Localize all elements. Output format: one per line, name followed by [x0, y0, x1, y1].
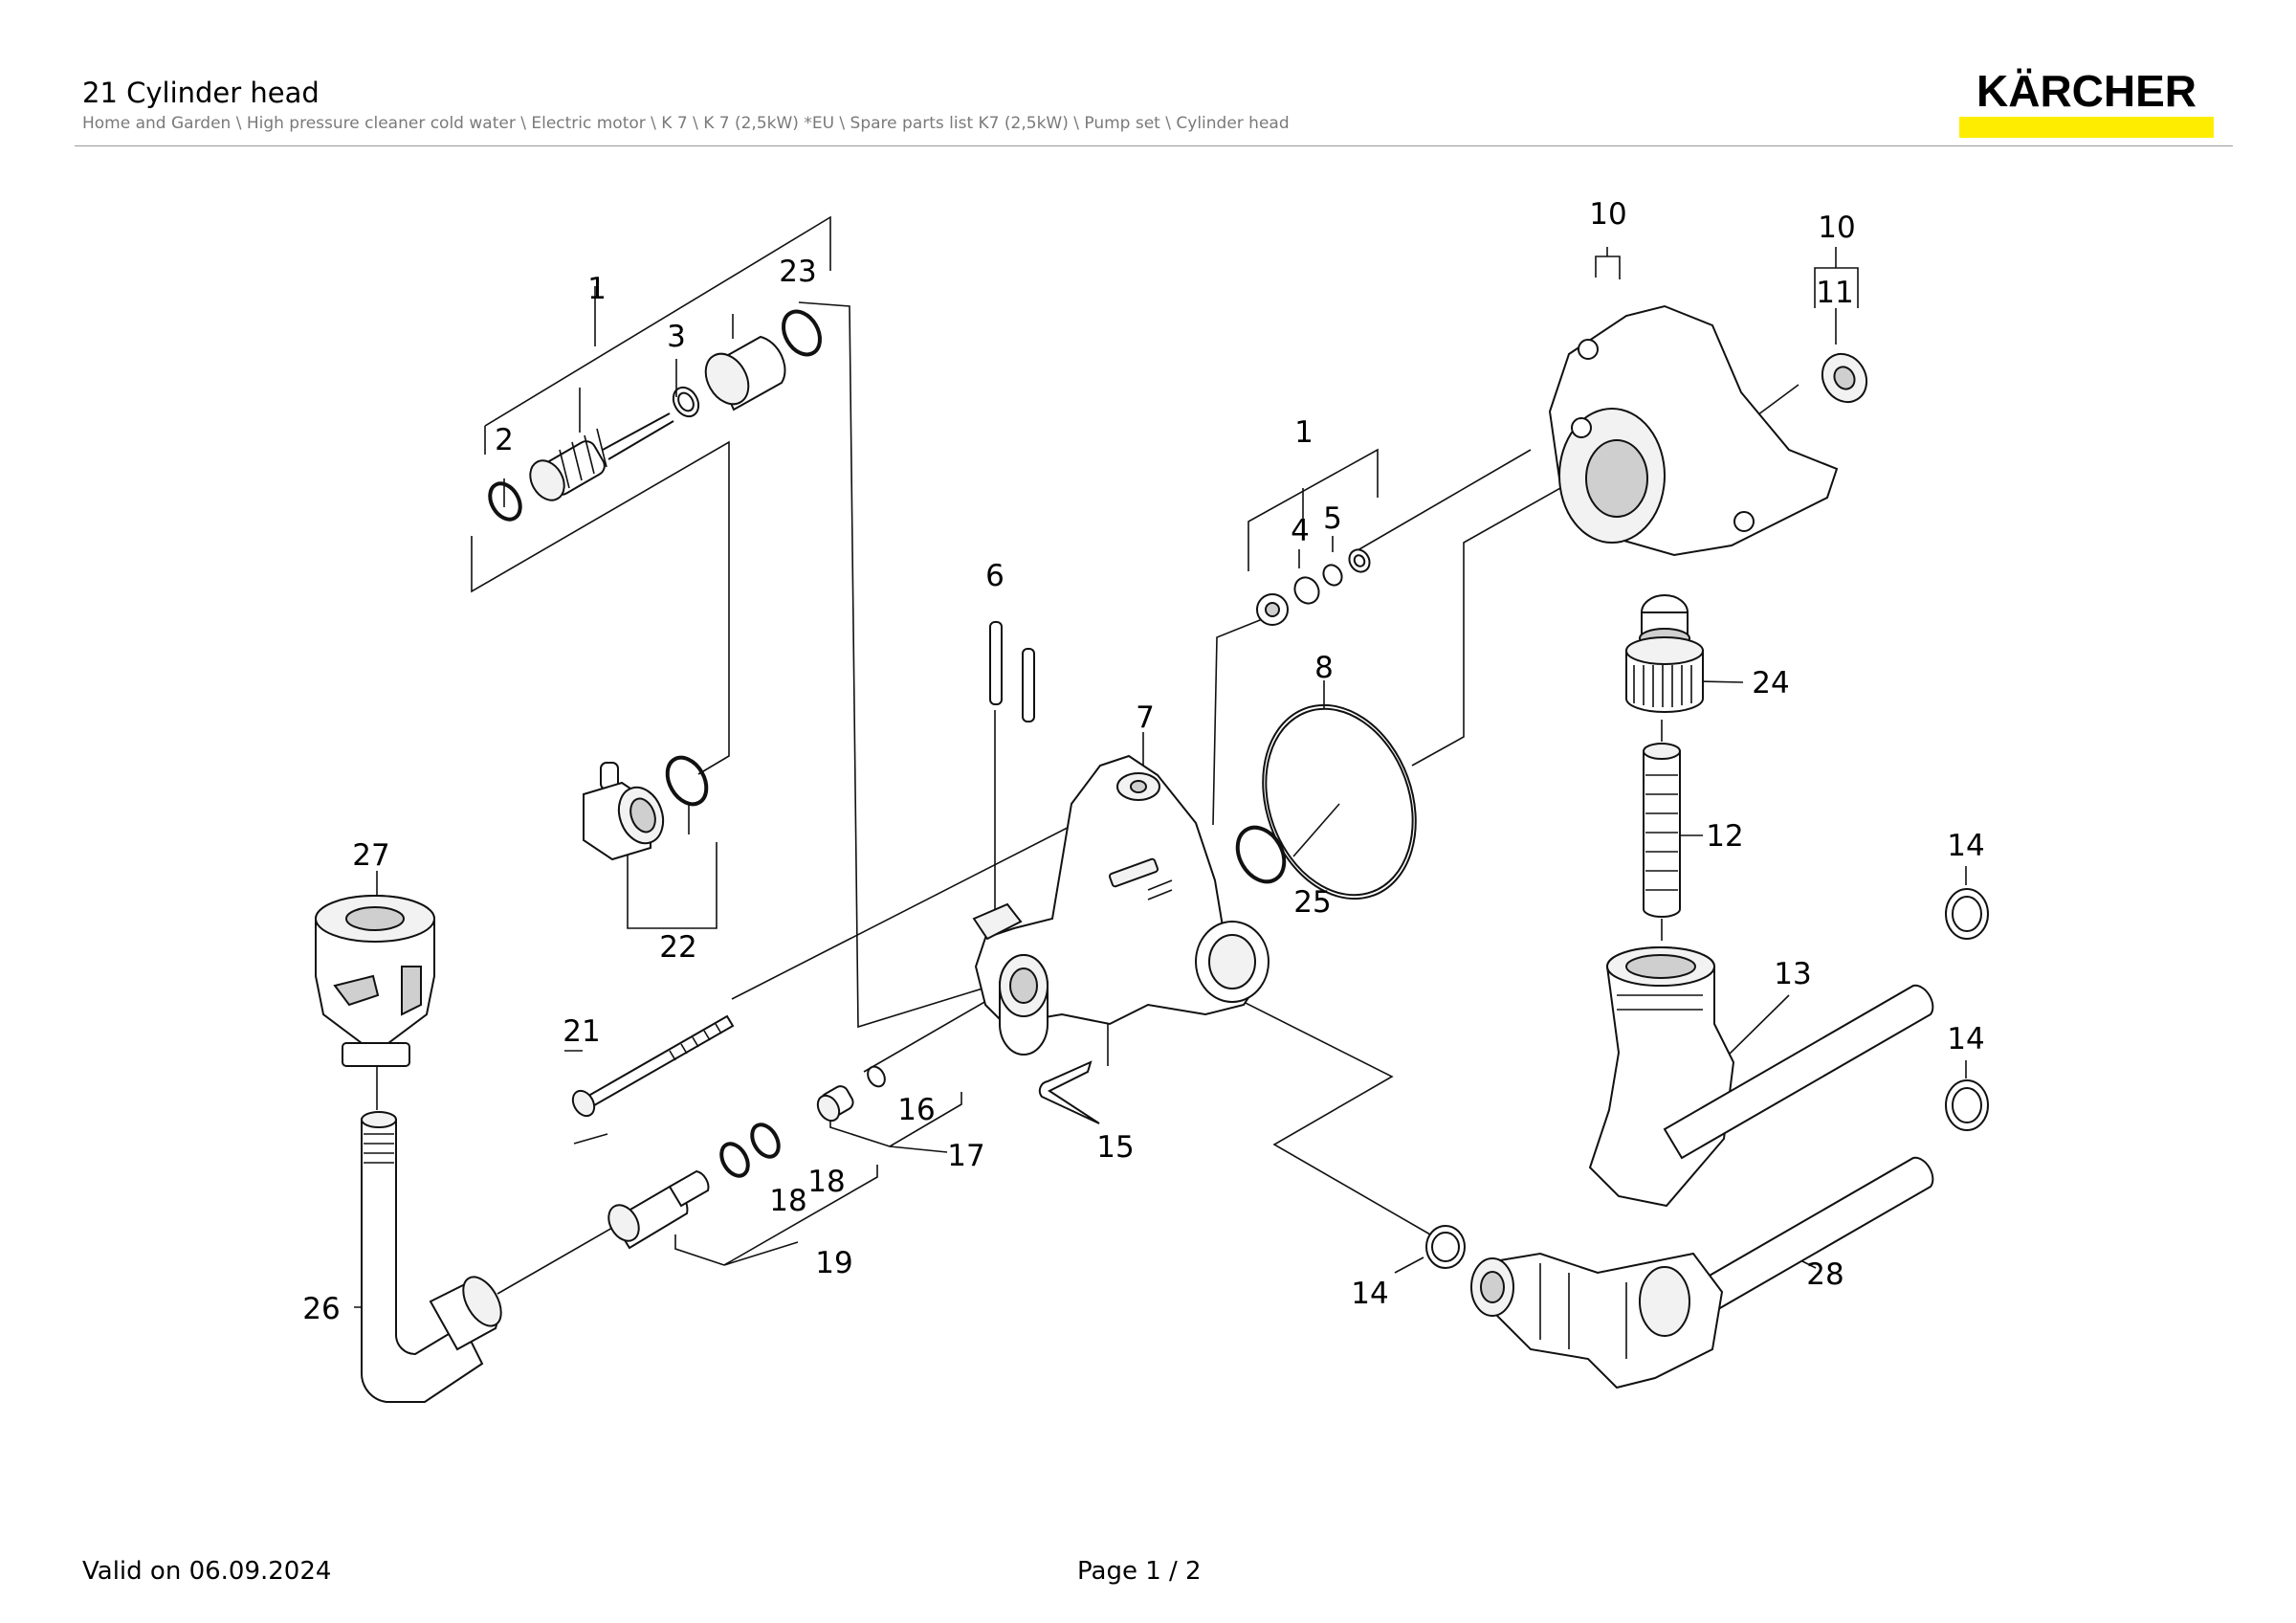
brand-accent-bar: [1959, 117, 2214, 138]
part-14-oring-b: [1945, 1079, 1989, 1131]
part-label: 7: [1136, 700, 1155, 735]
breadcrumb: Home and Garden \ High pressure cleaner …: [82, 114, 1290, 133]
part-7-housing: [972, 754, 1269, 1056]
part-18-oring-b: [750, 1123, 781, 1159]
part-label: 10: [1818, 211, 1855, 245]
part-label: 21: [563, 1014, 600, 1049]
brand-logo: KÄRCHER: [1959, 67, 2214, 138]
part-10-cover: [1548, 304, 1839, 557]
part-23-oring: [782, 309, 822, 357]
part-label: 4: [1291, 514, 1310, 548]
part-12-filter: [1643, 743, 1681, 918]
part-6-pin-a: [989, 621, 1003, 705]
part-label: 12: [1706, 819, 1743, 854]
part-label: 6: [985, 559, 1004, 593]
part-label: 14: [1947, 1022, 1984, 1056]
part-13-tube: [1663, 984, 1934, 1160]
part-sleeve: [704, 335, 786, 411]
part-label: 14: [1947, 829, 1984, 863]
part-label: 22: [659, 930, 696, 965]
part-6-pin-b: [1022, 648, 1035, 723]
part-label: 16: [897, 1093, 935, 1127]
part-label: 24: [1752, 666, 1789, 700]
part-22-valve: [583, 762, 665, 861]
part-24-inlet: [1625, 594, 1704, 713]
part-label: 18: [807, 1165, 845, 1199]
part-label: 2: [495, 423, 514, 457]
part-label: 19: [815, 1246, 852, 1280]
part-22-oring: [665, 755, 709, 807]
page-number: Page 1 / 2: [1077, 1557, 1202, 1586]
part-13-inlet-housing: [1588, 946, 1735, 1208]
valid-on-date: Valid on 06.09.2024: [82, 1557, 332, 1586]
part-label: 26: [302, 1292, 340, 1326]
part-25-oring: [1235, 825, 1287, 884]
part-label: 17: [947, 1139, 984, 1173]
part-label: 27: [352, 838, 389, 873]
part-3-ring: [672, 386, 700, 418]
page-title: 21 Cylinder head: [82, 77, 320, 109]
part-28-tube: [1663, 1156, 1934, 1332]
part-17-check-valve: [816, 1085, 854, 1123]
part-label: 14: [1351, 1277, 1388, 1311]
part-label: 11: [1816, 276, 1853, 310]
page-header: 21 Cylinder head Home and Garden \ High …: [0, 0, 2296, 153]
part-1-valve-left: [529, 412, 674, 501]
part-26-elbow: [360, 1111, 502, 1403]
part-14-oring-a: [1945, 888, 1989, 940]
part-labels: 1 2 3 23 22 27 26 21 19 18 18 16 17 15 6…: [302, 197, 1984, 1326]
part-18-oring-a: [719, 1142, 750, 1178]
part-label: 28: [1806, 1257, 1843, 1292]
part-14-oring-c: [1425, 1225, 1466, 1269]
part-2-oring: [488, 481, 522, 522]
part-16-ring: [867, 1065, 886, 1088]
part-label: 1: [587, 272, 607, 306]
header-divider: [75, 145, 2233, 146]
part-15-clip: [1038, 1060, 1100, 1124]
part-label: 3: [667, 320, 686, 354]
part-label: 23: [779, 255, 816, 289]
part-label: 8: [1314, 651, 1334, 685]
part-5-ring: [1322, 564, 1343, 587]
part-label: 1: [1294, 415, 1314, 450]
part-label: 5: [1323, 501, 1342, 536]
part-label: 18: [769, 1184, 806, 1218]
part-19-valve: [607, 1169, 710, 1250]
part-4-ring: [1293, 576, 1320, 605]
part-28-manifold: [1470, 1252, 1724, 1390]
part-1-valve-center: [1256, 593, 1289, 626]
brand-wordmark: KÄRCHER: [1976, 66, 2197, 116]
part-label: 13: [1774, 957, 1811, 991]
part-label: 10: [1589, 197, 1626, 232]
part-8-oring: [1262, 703, 1417, 900]
leader-lines: [354, 215, 1967, 1308]
part-label: 15: [1096, 1130, 1134, 1165]
part-label: 25: [1293, 885, 1331, 920]
parts: [315, 304, 1989, 1403]
part-27-coupler: [315, 895, 435, 1067]
part-21-bolt: [571, 1014, 735, 1118]
